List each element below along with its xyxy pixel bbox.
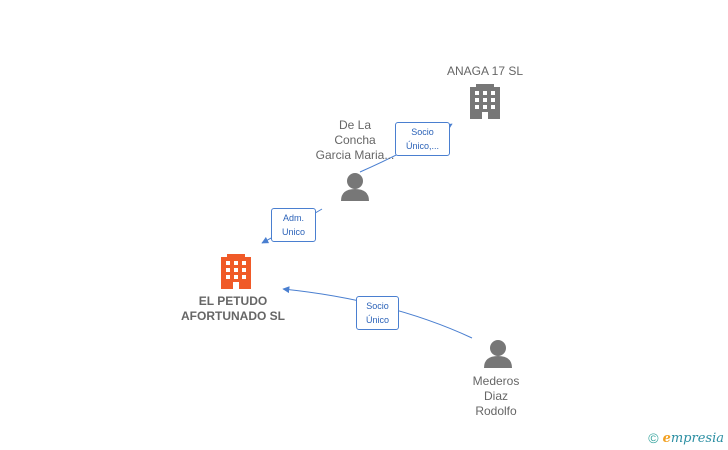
edge-label-socio-unico-mederos: Socio Único	[356, 296, 399, 330]
brand-footer: © empresia	[648, 430, 724, 446]
node-label-petudo[interactable]: EL PETUDO AFORTUNADO SL	[181, 294, 285, 323]
node-label-anaga[interactable]: ANAGA 17 SL	[446, 64, 524, 78]
brand-logo[interactable]: empresia	[662, 430, 724, 446]
node-label-delaconcha[interactable]: De La Concha Garcia Maria...	[315, 118, 395, 162]
edge-label-socio-unico-anaga: Socio Único,...	[395, 122, 450, 156]
person-icon[interactable]	[341, 173, 369, 201]
node-label-mederos[interactable]: Mederos Diaz Rodolfo	[472, 374, 520, 418]
building-icon[interactable]	[470, 84, 500, 119]
person-icon[interactable]	[484, 340, 512, 368]
building-icon[interactable]	[221, 254, 251, 289]
edge-label-adm-unico: Adm. Unico	[271, 208, 316, 242]
copyright-icon: ©	[648, 430, 659, 446]
